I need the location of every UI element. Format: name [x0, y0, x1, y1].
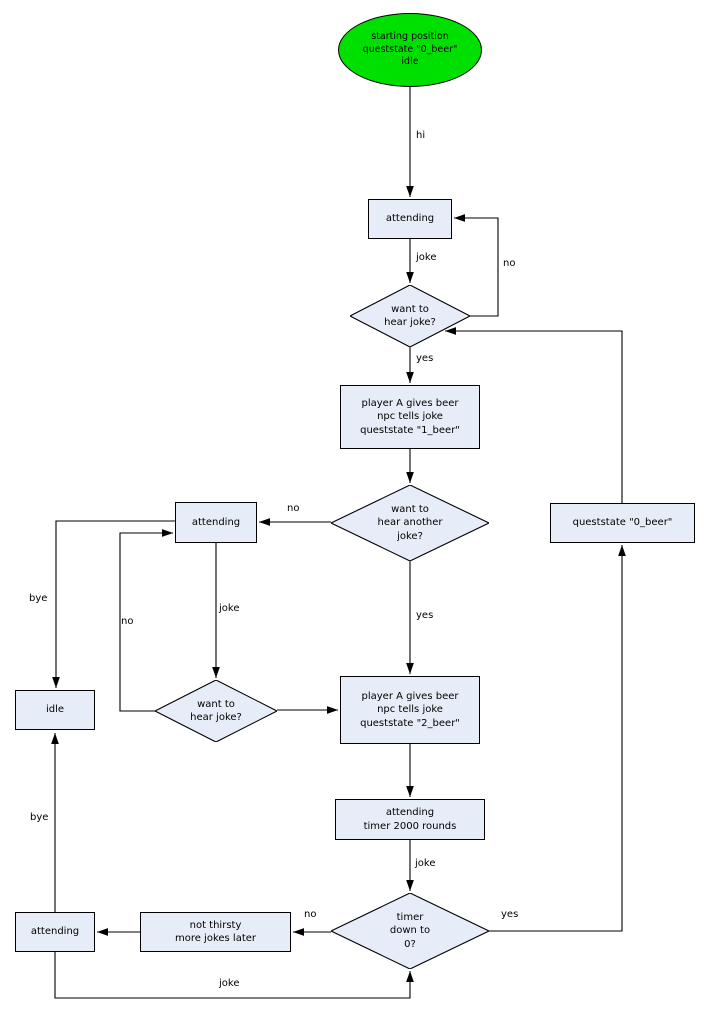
idle-node-label: idle	[45, 704, 65, 716]
attending-node-1-label: attending	[385, 213, 435, 225]
give-beer-2-node: player A gives beer npc tells joke quest…	[340, 676, 480, 744]
give-beer-2-label: player A gives beer npc tells joke quest…	[360, 691, 460, 729]
start-node-label: starting position queststate "0_beer" id…	[362, 31, 458, 68]
edge-label-no-d3: no	[121, 616, 134, 627]
queststate-0beer-node: queststate "0_beer"	[550, 503, 695, 543]
attending-node-1: attending	[368, 199, 452, 239]
start-node: starting position queststate "0_beer" id…	[338, 13, 482, 87]
edge-label-bye-lower: bye	[30, 812, 49, 823]
not-thirsty-label: not thirsty more jokes later	[174, 919, 257, 944]
attending-node-3: attending	[15, 912, 95, 952]
edge-label-yes-first: yes	[416, 353, 434, 364]
decision-want-joke-1: want to hear joke?	[350, 285, 470, 347]
edge-label-yes-timer: yes	[501, 909, 519, 920]
diamond-shape	[331, 893, 489, 969]
edge-joke-bottom	[54, 952, 414, 999]
not-thirsty-node: not thirsty more jokes later	[140, 912, 291, 952]
edge-no-first	[454, 214, 499, 317]
edge-bye-upper	[52, 520, 175, 688]
edge-label-bye-upper: bye	[29, 593, 48, 604]
decision-want-joke-1-label: want to hear joke?	[384, 303, 436, 328]
decision-another-joke-label: want to hear another joke?	[377, 504, 443, 542]
diamond-shape	[350, 285, 470, 347]
edge-label-hi: hi	[416, 130, 426, 141]
edge-label-joke-first: joke	[416, 252, 437, 263]
decision-want-joke-2-label: want to hear joke?	[190, 698, 242, 723]
diamond-shape	[155, 680, 277, 742]
edge-label-no-timer: no	[304, 909, 317, 920]
edge-label-joke-attending2: joke	[219, 603, 240, 614]
edge-label-joke-bottom: joke	[219, 978, 240, 989]
edge-label-no-first: no	[503, 258, 516, 269]
idle-node: idle	[15, 690, 95, 730]
edge-label-yes-another: yes	[416, 610, 434, 621]
edge-yes-timer	[489, 545, 626, 932]
attending-node-2-label: attending	[191, 516, 241, 528]
attending-node-3-label: attending	[30, 926, 80, 938]
edge-label-joke-timer: joke	[415, 858, 436, 869]
decision-timer-label: timer down to 0?	[389, 912, 431, 950]
decision-timer: timer down to 0?	[331, 893, 489, 969]
attending-timer-label: attending timer 2000 rounds	[363, 807, 457, 832]
decision-want-joke-2: want to hear joke?	[155, 680, 277, 742]
edge-label-no-another: no	[287, 503, 300, 514]
edge-no-d3	[119, 529, 173, 712]
diamond-shape	[331, 485, 489, 561]
decision-another-joke: want to hear another joke?	[331, 485, 489, 561]
give-beer-1-label: player A gives beer npc tells joke quest…	[360, 398, 460, 436]
give-beer-1-node: player A gives beer npc tells joke quest…	[340, 385, 480, 449]
edge-queststate-to-d1	[445, 327, 623, 503]
queststate-0beer-label: queststate "0_beer"	[572, 517, 673, 529]
attending-timer-node: attending timer 2000 rounds	[335, 799, 485, 840]
attending-node-2: attending	[175, 502, 257, 543]
